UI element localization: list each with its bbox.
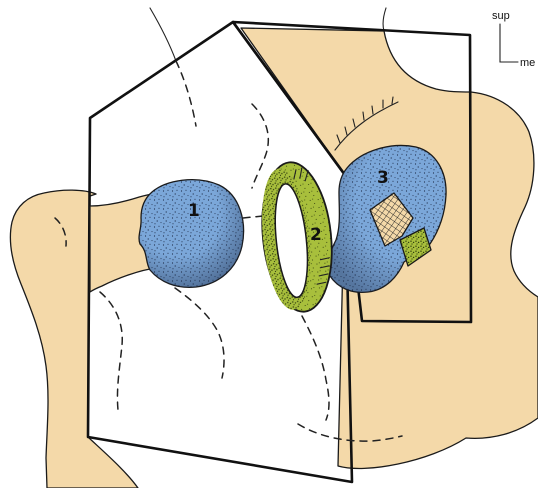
orientation-axes bbox=[500, 24, 518, 62]
pelvis-upper-contour-left bbox=[150, 8, 176, 61]
hidden-contour-line bbox=[252, 104, 268, 188]
label-one: 1 bbox=[188, 201, 200, 221]
hidden-contour-line bbox=[243, 216, 263, 218]
orientation-medial-label: me bbox=[520, 57, 535, 69]
label-two: 2 bbox=[310, 225, 322, 245]
hidden-contour-line bbox=[175, 288, 224, 378]
orientation-superior-label: sup bbox=[492, 10, 510, 22]
label-three: 3 bbox=[377, 168, 389, 188]
orientation-indicator: sup me bbox=[492, 10, 535, 69]
hidden-contour-line bbox=[176, 61, 196, 126]
pelvis-upper-contour-right bbox=[383, 8, 386, 31]
hidden-contour-line bbox=[100, 292, 122, 410]
green-ring bbox=[255, 159, 338, 315]
blue-ball-shading bbox=[139, 180, 244, 288]
hidden-contour-line bbox=[302, 316, 329, 420]
